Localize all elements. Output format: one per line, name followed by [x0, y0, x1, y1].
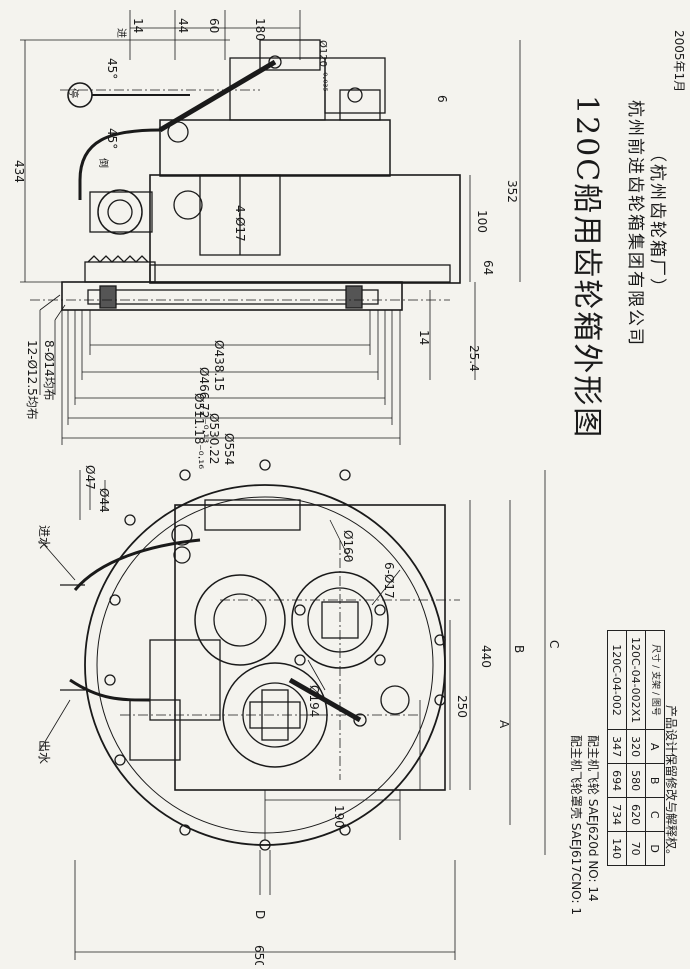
dim-352: 352 [505, 180, 519, 203]
value-a: 320 [626, 729, 646, 764]
spec-table: 尺寸 / 支架 / 图号 A B C D 120C-04-002X1 320 5… [607, 630, 665, 866]
part-number: 120C-04-002X1 [626, 630, 646, 730]
value-a: 347 [607, 729, 627, 764]
label-12-holes: 12-Ø12.5均布 [25, 340, 39, 420]
label-reverse: 倒 [97, 158, 109, 168]
flywheel-housing-note: 配主机飞轮罩壳 SAEJ617CNO: 1 [569, 735, 583, 915]
dim-530: Ø530.22 [207, 413, 221, 464]
value-d: 140 [607, 831, 627, 866]
dim-120-top: Ø120⁻⁰·⁰³⁵ [317, 40, 329, 91]
dim-190: 190 [332, 805, 346, 828]
rights-note: 产品设计保留修改与解释权。 [664, 705, 678, 862]
col-c: C [645, 797, 665, 832]
label-forward: 进 [115, 28, 127, 38]
dim-25-4: 25.4 [467, 345, 481, 372]
end-elevation-view [39, 459, 546, 960]
spec-corner-cell: 尺寸 / 支架 / 图号 [645, 630, 665, 730]
dim-440: 440 [479, 645, 493, 668]
dim-554: Ø554 [222, 433, 236, 465]
col-d: D [645, 831, 665, 866]
dim-64: 64 [481, 260, 495, 275]
angle-45-lower: 45° [105, 128, 119, 149]
dim-d194: Ø194 [307, 685, 321, 717]
drawing-date: 2005年1月 [672, 30, 686, 93]
dim-d44: Ø44 [97, 488, 111, 513]
dim-letter-c: C [547, 640, 561, 648]
dim-d47: Ø47 [83, 465, 97, 490]
dim-250: 250 [455, 695, 469, 718]
col-b: B [645, 763, 665, 798]
part-number: 120C-04-002 [607, 630, 627, 730]
label-8-holes: 8-Ø14均布 [42, 340, 56, 401]
dim-511: Ø511.18⁻⁰·¹⁶ [192, 393, 206, 469]
dim-650: 650 [252, 945, 266, 965]
dim-14-top: 14 [131, 18, 145, 33]
dim-44-top: 44 [176, 18, 190, 33]
spec-table-container: 尺寸 / 支架 / 图号 A B C D 120C-04-002X1 320 5… [607, 630, 665, 866]
value-b: 580 [626, 763, 646, 798]
dim-180-top: 180 [253, 18, 267, 41]
col-a: A [645, 729, 665, 764]
table-row: 120C-04-002X1 320 580 620 70 [626, 630, 646, 866]
dim-60-top: 60 [207, 18, 221, 33]
table-row: 120C-04-002 347 694 734 140 [607, 630, 627, 866]
label-4-holes: 4-Ø17 [233, 205, 247, 242]
dim-466: Ø466.72⁻⁰·¹³ [197, 367, 211, 443]
dim-letter-a: A [497, 720, 511, 729]
value-d: 70 [626, 831, 646, 866]
factory-name: （杭州齿轮箱厂） [647, 145, 667, 297]
label-6-holes: 6-Ø17 [382, 562, 396, 599]
dim-434: 434 [12, 160, 26, 183]
dim-6: 6 [435, 95, 449, 103]
dim-100: 100 [475, 210, 489, 233]
side-elevation-view [20, 10, 521, 445]
value-b: 694 [607, 763, 627, 798]
spec-table-header: 尺寸 / 支架 / 图号 A B C D [645, 630, 665, 866]
value-c: 734 [607, 797, 627, 832]
dim-14-side: 14 [417, 330, 431, 345]
dim-letter-b: B [512, 645, 526, 653]
label-water-in: 进水 [37, 525, 51, 549]
dim-letter-d: D [253, 910, 267, 919]
dim-438: Ø438.15 [212, 340, 226, 391]
angle-45-upper: 45° [105, 58, 119, 79]
flywheel-note: 配主机飞轮 SAEJ620d NO: 14 [586, 735, 600, 902]
value-c: 620 [626, 797, 646, 832]
drawing-title: 120C船用齿轮箱外形图 [569, 95, 604, 440]
label-water-out: 出水 [37, 740, 51, 764]
dim-d160: Ø160 [341, 530, 355, 562]
label-neutral: 停 [67, 88, 80, 98]
